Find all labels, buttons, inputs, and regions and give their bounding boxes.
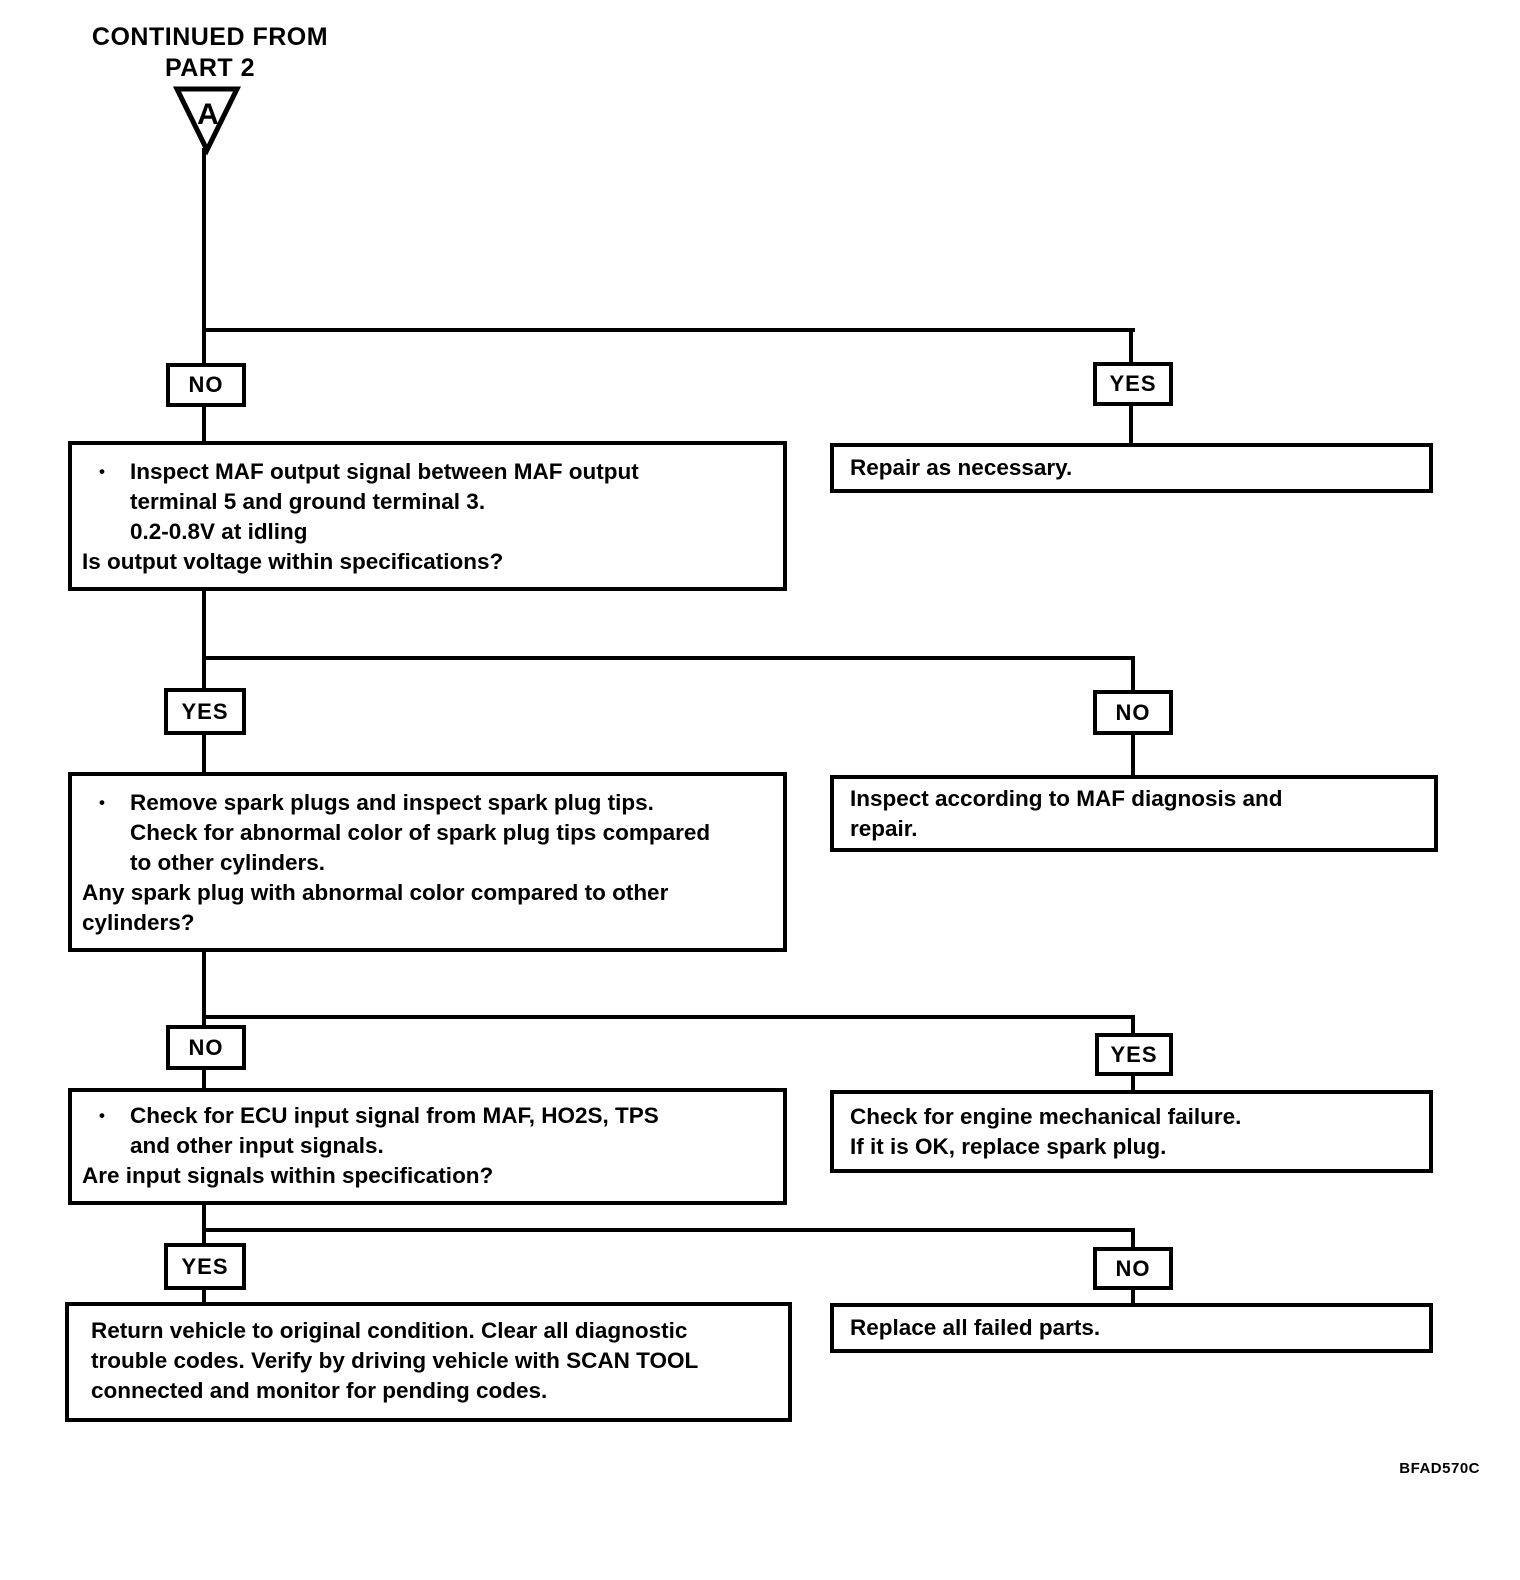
connector-line bbox=[202, 148, 206, 332]
action-text-line: If it is OK, replace spark plug. bbox=[850, 1133, 1167, 1159]
connector-line bbox=[202, 1015, 206, 1027]
branch-1-left-label: NO bbox=[166, 363, 246, 407]
connector-line bbox=[202, 1228, 206, 1245]
heading-line-1: CONTINUED FROM bbox=[91, 23, 329, 51]
step-text-line: Are input signals within specification? bbox=[82, 1163, 494, 1188]
connector-line bbox=[1131, 1288, 1135, 1305]
step-3-question-box: •Check for ECU input signal from MAF, HO… bbox=[68, 1088, 787, 1205]
step-text-line: •Check for ECU input signal from MAF, HO… bbox=[72, 1101, 783, 1131]
step-1-question-box: •Inspect MAF output signal between MAF o… bbox=[68, 441, 787, 591]
branch-3-left-label: NO bbox=[166, 1025, 246, 1070]
connector-line bbox=[202, 1015, 1135, 1019]
step-text-line: trouble codes. Verify by driving vehicle… bbox=[91, 1348, 699, 1373]
branch-4-right-label: NO bbox=[1093, 1247, 1173, 1290]
connector-line bbox=[202, 1068, 206, 1090]
figure-reference-code: BFAD570C bbox=[1399, 1460, 1480, 1477]
connector-line bbox=[202, 733, 206, 774]
connector-line bbox=[1131, 656, 1135, 692]
step-text-line: terminal 5 and ground terminal 3. bbox=[130, 489, 486, 514]
connector-line bbox=[202, 656, 1135, 660]
connector-line bbox=[1129, 404, 1133, 445]
connector-line bbox=[202, 1228, 1135, 1232]
action-text-line: Inspect according to MAF diagnosis and bbox=[850, 785, 1283, 811]
step-2-question-box: •Remove spark plugs and inspect spark pl… bbox=[68, 772, 787, 952]
bullet-icon: • bbox=[99, 1106, 105, 1125]
step-text-line: Check for abnormal color of spark plug t… bbox=[130, 820, 711, 845]
action-text-line: Check for engine mechanical failure. bbox=[850, 1103, 1242, 1129]
step-4-result-box: Return vehicle to original condition. Cl… bbox=[65, 1302, 792, 1422]
connector-a-triangle: A bbox=[172, 84, 242, 161]
step-text-line: Return vehicle to original condition. Cl… bbox=[91, 1318, 688, 1343]
step-text-line: and other input signals. bbox=[130, 1133, 384, 1158]
step-text-line: Any spark plug with abnormal color compa… bbox=[82, 880, 669, 905]
step-text-line: •Inspect MAF output signal between MAF o… bbox=[72, 457, 783, 487]
branch-2-right-label: NO bbox=[1093, 690, 1173, 735]
connector-line bbox=[1131, 733, 1135, 777]
connector-line bbox=[1129, 328, 1133, 364]
connector-line bbox=[202, 328, 1135, 332]
action-text-line: Repair as necessary. bbox=[850, 455, 1073, 480]
connector-line bbox=[202, 656, 206, 690]
step-text-line: •Remove spark plugs and inspect spark pl… bbox=[72, 788, 783, 818]
branch-3-right-label: YES bbox=[1095, 1033, 1173, 1076]
step-text-line: Is output voltage within specifications? bbox=[82, 549, 504, 574]
triangle-icon: A bbox=[172, 86, 242, 156]
connector-line bbox=[1131, 1074, 1135, 1092]
bullet-icon: • bbox=[99, 462, 105, 481]
step-text-line: connected and monitor for pending codes. bbox=[91, 1378, 548, 1403]
connector-line bbox=[202, 405, 206, 443]
branch-1-right-label: YES bbox=[1093, 362, 1173, 406]
branch-2-left-label: YES bbox=[164, 688, 246, 735]
action-text-line: repair. bbox=[850, 815, 918, 841]
connector-a-label: A bbox=[197, 98, 219, 131]
continued-from-heading: CONTINUED FROM PART 2 bbox=[70, 22, 350, 84]
connector-line bbox=[202, 950, 206, 1019]
connector-line bbox=[202, 589, 206, 660]
step-2-action-box: Inspect according to MAF diagnosis and r… bbox=[830, 775, 1438, 852]
connector-line bbox=[202, 328, 206, 365]
branch-4-left-label: YES bbox=[164, 1243, 246, 1290]
step-text-line: 0.2-0.8V at idling bbox=[130, 519, 308, 544]
connector-line bbox=[1131, 1228, 1135, 1249]
step-text-line: cylinders? bbox=[82, 910, 195, 935]
bullet-icon: • bbox=[99, 793, 105, 812]
step-text-line: to other cylinders. bbox=[130, 850, 326, 875]
step-4-action-box: Replace all failed parts. bbox=[830, 1303, 1433, 1353]
connector-line bbox=[202, 1288, 206, 1304]
heading-line-2: PART 2 bbox=[164, 54, 256, 82]
connector-line bbox=[202, 1203, 206, 1232]
step-1-action-box: Repair as necessary. bbox=[830, 443, 1433, 493]
connector-line bbox=[1131, 1015, 1135, 1035]
action-text-line: Replace all failed parts. bbox=[850, 1315, 1101, 1340]
step-3-action-box: Check for engine mechanical failure. If … bbox=[830, 1090, 1433, 1173]
